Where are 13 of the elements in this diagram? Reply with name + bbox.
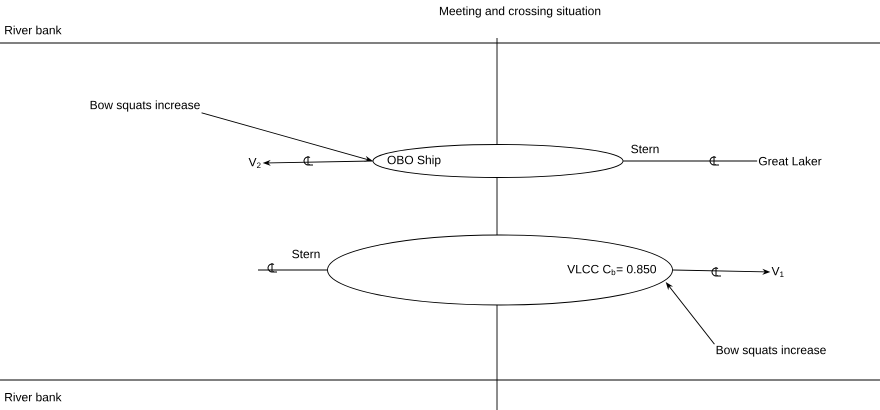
title: Meeting and crossing situation <box>440 6 600 18</box>
ship-hull: VLCC C$_{b}$= 0.850 <box>327 234 673 306</box>
ship-hull: OBO Ship <box>372 144 624 178</box>
text-label: Bow squats increase <box>90 100 200 112</box>
text-label: V$_{2}$ <box>248 158 261 168</box>
text-label: Bow squats increase <box>716 345 826 357</box>
bank-label: River bank <box>5 392 62 402</box>
bank-label: River bank <box>5 26 62 34</box>
text-label: Great Laker <box>758 156 822 166</box>
centre-line <box>622 160 758 162</box>
stern-label: Stern <box>631 144 659 154</box>
stern-label: Stern <box>292 250 320 258</box>
text-label: V$_{1}$ <box>772 266 784 278</box>
